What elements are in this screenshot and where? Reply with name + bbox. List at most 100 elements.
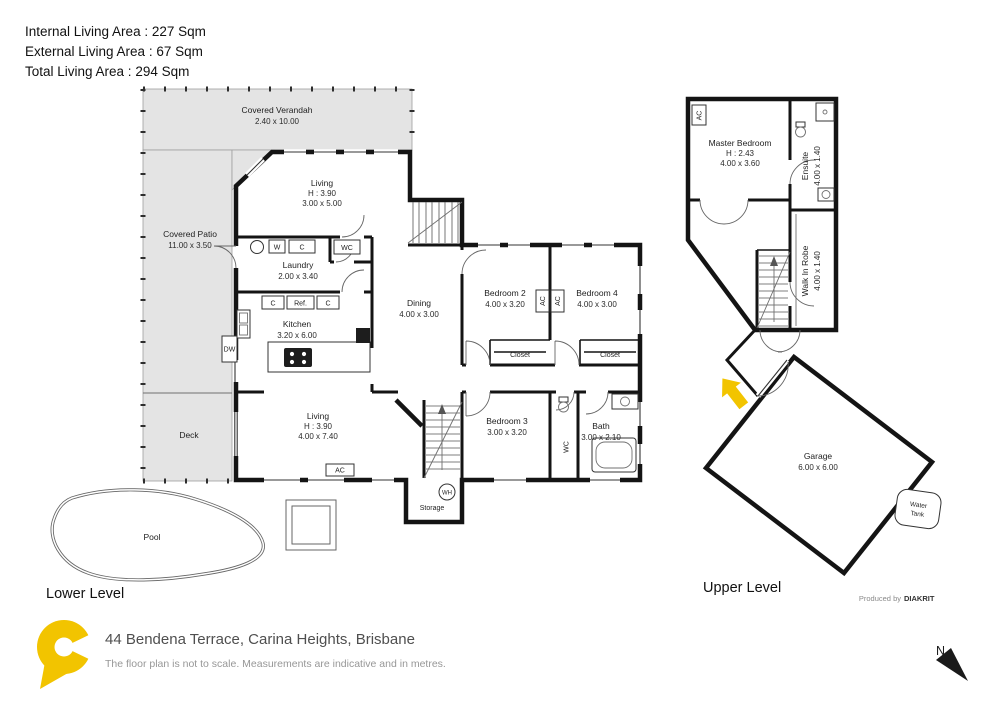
laundry-tub — [250, 240, 264, 254]
robe-label: Walk In Robe — [800, 245, 810, 296]
master-dims: 4.00 x 3.60 — [720, 159, 760, 168]
ac-box — [325, 463, 355, 477]
north-arrow: N — [936, 644, 968, 681]
bath-dims: 3.00 x 2.10 — [581, 433, 621, 442]
bath-fixtures — [558, 393, 639, 473]
kitchen-island — [267, 341, 371, 373]
washer-box — [268, 239, 286, 254]
total-area-line: Total Living Area : 294 Sqm — [25, 64, 190, 79]
kitchen-fixtures — [221, 295, 371, 373]
closet-label: Closet — [510, 352, 530, 359]
bedroom4-label: Bedroom 4 — [576, 288, 618, 298]
bedroom2-label: Bedroom 2 — [484, 288, 526, 298]
cupboard-label: C — [299, 245, 304, 252]
ensuite-fixtures — [795, 102, 835, 326]
stair-angle-wall — [394, 398, 424, 428]
covered-patio-area — [142, 149, 233, 394]
ensuite-dims: 4.00 x 1.40 — [813, 146, 822, 186]
brand-logo — [37, 620, 93, 689]
garage-label: Garage — [804, 451, 833, 461]
water-tank-label-1: Water — [910, 501, 929, 510]
entry-corridor — [724, 328, 836, 397]
deck-label: Deck — [179, 430, 199, 440]
kitchen-label: Kitchen — [283, 319, 312, 329]
wc-box — [333, 239, 361, 255]
cupboard-label: C — [325, 301, 330, 308]
laundry-dims: 2.00 x 3.40 — [278, 272, 318, 281]
toilet-cistern — [558, 396, 569, 403]
verandah-label: Covered Verandah — [242, 105, 313, 115]
bedroom3-dims: 3.00 x 3.20 — [487, 428, 527, 437]
verandah-dims: 2.40 x 10.00 — [255, 117, 300, 126]
upper-exterior-walls — [685, 96, 839, 333]
garage-dims: 6.00 x 6.00 — [798, 463, 838, 472]
ac-label: AC — [555, 296, 562, 306]
vanity — [611, 393, 639, 410]
pool-and-spa — [50, 488, 337, 582]
living-top-dims: 3.00 x 5.00 — [302, 199, 342, 208]
shower — [815, 102, 835, 122]
north-triangle — [936, 648, 968, 681]
living-top-height: H : 3.90 — [308, 189, 337, 198]
garage-outline — [702, 353, 936, 577]
pool-label: Pool — [143, 532, 160, 542]
area-summary: Internal Living Area : 227 Sqm External … — [25, 22, 206, 82]
ac-label: AC — [697, 111, 704, 121]
living-bottom-height: H : 3.90 — [304, 422, 333, 431]
dishwasher-label: DW — [224, 347, 236, 354]
dining-dims: 4.00 x 3.00 — [399, 310, 439, 319]
upper-level-title: Upper Level — [703, 580, 781, 596]
property-address: 44 Bendena Terrace, Carina Heights, Bris… — [105, 631, 415, 648]
wall-pier — [356, 328, 370, 343]
toilet-cistern — [795, 121, 806, 128]
lower-level-title: Lower Level — [46, 586, 124, 602]
washer-label: W — [274, 245, 281, 252]
upper-staircase-lower-plan — [407, 201, 463, 244]
stair-arrow — [770, 256, 778, 266]
robe-dims: 4.00 x 1.40 — [813, 251, 822, 291]
wc-label: WC — [341, 245, 353, 252]
bathtub — [591, 437, 637, 473]
bath-label: Bath — [592, 421, 610, 431]
external-area-line: External Living Area : 67 Sqm — [25, 44, 203, 59]
lower-interior-walls — [236, 235, 640, 480]
ac-units-lower — [325, 289, 565, 501]
disclaimer-text: The floor plan is not to scale. Measurem… — [105, 658, 446, 670]
laundry-label: Laundry — [283, 260, 314, 270]
credit-prefix: Produced by — [859, 594, 901, 603]
lower-staircase — [423, 401, 463, 479]
ac-box — [535, 289, 550, 313]
upper-doors — [699, 159, 815, 307]
spa — [285, 499, 337, 551]
patio-dims: 11.00 x 3.50 — [168, 241, 212, 250]
water-tank: Water Tank — [894, 488, 942, 530]
deck-area — [142, 392, 233, 482]
closet-label: Closet — [600, 352, 620, 359]
stove — [284, 348, 312, 367]
fridge-label: Ref. — [294, 301, 307, 308]
water-tank-label-2: Tank — [910, 510, 925, 519]
cupboard-label: C — [270, 301, 275, 308]
water-heater — [438, 483, 456, 501]
lower-level-plan: Covered Verandah 2.40 x 10.00 Covered Pa… — [46, 86, 643, 602]
entrance-arrow — [721, 377, 750, 411]
bedroom4-dims: 4.00 x 3.00 — [577, 300, 617, 309]
sink-unit — [236, 309, 251, 339]
cupboard-box — [261, 295, 285, 310]
living-bottom-label: Living — [307, 411, 329, 421]
dishwasher-box — [221, 335, 238, 363]
covered-verandah-area — [142, 88, 413, 151]
kitchen-dims: 3.20 x 6.00 — [277, 331, 317, 340]
patio-label: Covered Patio — [163, 229, 217, 239]
laundry-fixtures — [250, 239, 361, 255]
ac-label: AC — [335, 468, 345, 475]
living-top-label: Living — [311, 178, 333, 188]
bedroom2-dims: 4.00 x 3.20 — [485, 300, 525, 309]
living-bottom-dims: 4.00 x 7.40 — [298, 432, 338, 441]
wc-vertical-label: WC — [564, 441, 571, 453]
cupboard-box — [316, 295, 340, 310]
upper-interior-walls — [688, 99, 836, 330]
upper-staircase — [756, 251, 791, 329]
